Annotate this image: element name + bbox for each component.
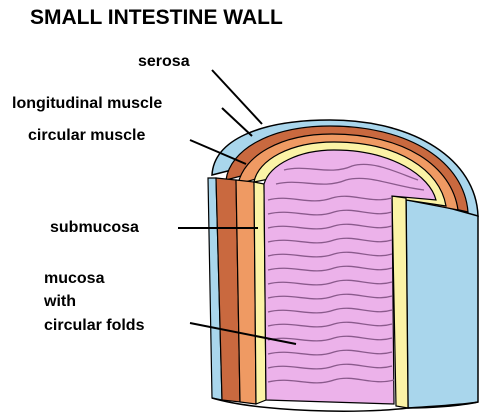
label-longitudinal-muscle: longitudinal muscle [12,95,162,112]
label-serosa: serosa [138,53,190,70]
tube-bottom-edge [211,397,479,412]
diagram-title: SMALL INTESTINE WALL [30,6,283,29]
label-mucosa-line2: with [43,293,76,310]
leader-mucosa [189,322,297,345]
circular-folds [267,163,425,384]
circular-muscle-wall [235,179,257,405]
label-mucosa-line3: circular folds [44,317,145,334]
leader-longitudinal-muscle [221,107,253,137]
leader-serosa [211,69,263,125]
leader-circular-muscle [189,139,247,165]
label-circular-muscle: circular muscle [28,127,146,144]
intestine-illustration [207,119,479,412]
serosa-outer-face [405,195,479,409]
submucosa-right [391,195,409,409]
label-mucosa-line1: mucosa [44,270,105,287]
label-submucosa: submucosa [50,219,139,236]
